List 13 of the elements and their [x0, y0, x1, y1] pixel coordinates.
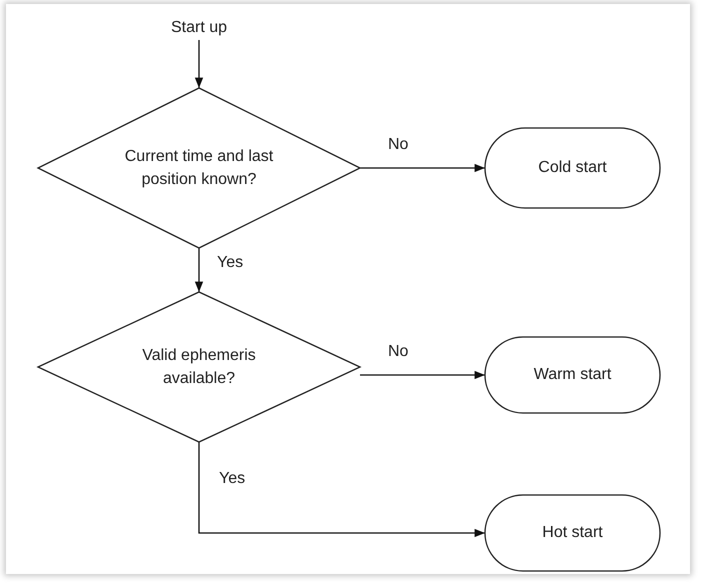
arrow: [194, 248, 204, 292]
arrow: [360, 370, 485, 380]
node-label: Current time and last position known?: [124, 146, 274, 190]
arrow: [198, 442, 485, 538]
node-label: Warm start: [534, 365, 612, 386]
arrow: [194, 40, 204, 88]
arrow: [360, 164, 485, 172]
decision-diamond: [38, 88, 360, 248]
node-label: Hot start: [542, 523, 603, 544]
node-label: Cold start: [538, 158, 607, 178]
decision-diamond: [38, 292, 360, 442]
node-label: Valid ephemeris available?: [141, 346, 257, 389]
node-text: Start up: [170, 18, 228, 38]
